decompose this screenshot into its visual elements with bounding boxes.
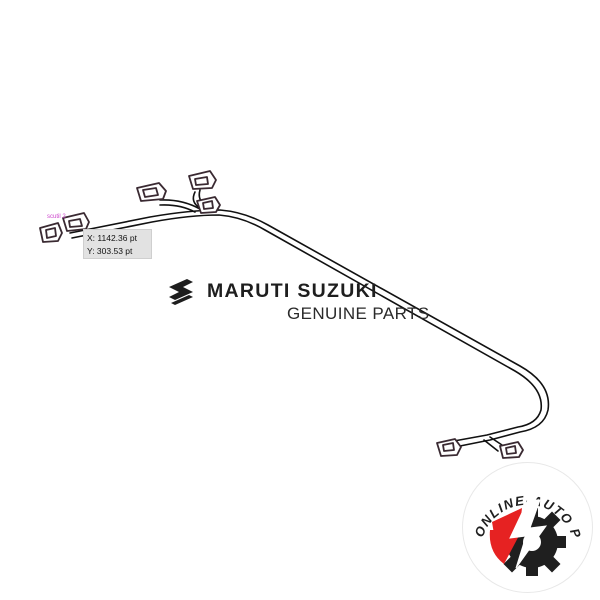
- brand-name: MARUTI SUZUKI: [207, 280, 378, 302]
- connector-bottom-2: [499, 441, 524, 459]
- connector-top-1: [136, 182, 167, 202]
- watermark-small-text: scutil 2: [47, 214, 66, 220]
- suzuki-s-logo-icon: [169, 279, 193, 305]
- connector-left-2: [62, 212, 90, 232]
- connector-top-2: [188, 170, 217, 190]
- connector-left-1: [39, 222, 63, 243]
- connector-bottom-1: [436, 438, 462, 457]
- tooltip-y: Y: 303.53 pt: [87, 246, 133, 256]
- harness-cable: [69, 189, 550, 452]
- brand-subtitle: GENUINE PARTS: [287, 304, 430, 323]
- online-auto-parts-badge: ONLINE-AUTO PARTS: [460, 460, 593, 593]
- brand-watermark: MARUTI SUZUKI GENUINE PARTS: [165, 278, 440, 328]
- coordinate-tooltip: X: 1142.36 pt Y: 303.53 pt: [83, 229, 152, 259]
- connector-top-3: [196, 196, 221, 214]
- tooltip-x: X: 1142.36 pt: [87, 233, 137, 243]
- gear-lightning-icon: [489, 499, 566, 576]
